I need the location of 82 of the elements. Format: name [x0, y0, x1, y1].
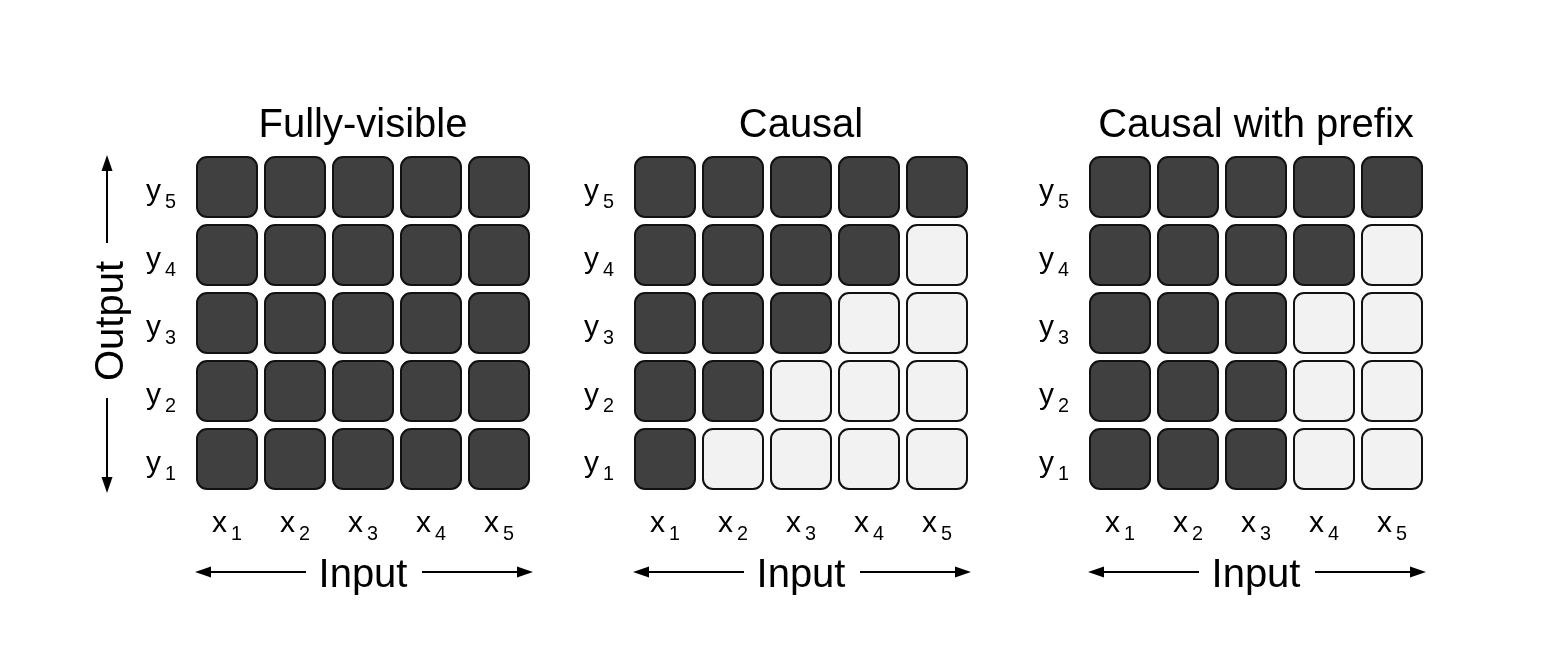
- grid-cell: [264, 156, 326, 218]
- grid-cell: [196, 156, 258, 218]
- grid-cell: [1225, 224, 1287, 286]
- panel-title: Causal: [738, 103, 864, 143]
- grid-cell: [634, 360, 696, 422]
- axis-label: Output: [89, 260, 129, 382]
- grid-cell: [1157, 224, 1219, 286]
- grid-cell: [1157, 292, 1219, 354]
- grid-cell: [1225, 292, 1287, 354]
- grid-cell: [770, 224, 832, 286]
- grid-cell: [332, 360, 394, 422]
- grid-cell: [1293, 360, 1355, 422]
- panel-title: Causal with prefix: [1098, 103, 1414, 143]
- grid-cell: [468, 360, 530, 422]
- grid-cell: [1157, 156, 1219, 218]
- grid-cell: [1089, 428, 1151, 490]
- grid-cell: [332, 156, 394, 218]
- grid-cell: [1361, 224, 1423, 286]
- grid-cell: [838, 156, 900, 218]
- grid-cell: [770, 156, 832, 218]
- grid-cell: [838, 292, 900, 354]
- grid-cell: [634, 428, 696, 490]
- grid-cell: [400, 360, 462, 422]
- grid-cell: [634, 224, 696, 286]
- grid-cell: [468, 224, 530, 286]
- grid-cell: [1293, 292, 1355, 354]
- grid-cell: [400, 292, 462, 354]
- grid-cell: [1157, 428, 1219, 490]
- grid-cell: [332, 224, 394, 286]
- grid-cell: [1089, 156, 1151, 218]
- grid-cell: [1293, 156, 1355, 218]
- grid-cell: [468, 292, 530, 354]
- grid-cell: [196, 292, 258, 354]
- grid-cell: [264, 360, 326, 422]
- grid-cell: [906, 224, 968, 286]
- grid-cell: [264, 292, 326, 354]
- grid-cell: [196, 224, 258, 286]
- grid-cell: [332, 292, 394, 354]
- grid-cell: [702, 156, 764, 218]
- grid-cell: [838, 428, 900, 490]
- grid-cell: [906, 428, 968, 490]
- axis-label: Input: [318, 553, 408, 593]
- grid-cell: [1361, 292, 1423, 354]
- grid-cell: [1361, 156, 1423, 218]
- grid-cell: [770, 292, 832, 354]
- grid-cell: [1225, 156, 1287, 218]
- grid-cell: [400, 224, 462, 286]
- grid-cell: [1361, 360, 1423, 422]
- axis-label: Input: [1211, 553, 1301, 593]
- grid-cell: [1293, 428, 1355, 490]
- panel-title: Fully-visible: [258, 103, 468, 143]
- grid-cell: [196, 360, 258, 422]
- axis-label: Input: [756, 553, 846, 593]
- grid-cell: [468, 428, 530, 490]
- grid-cell: [702, 428, 764, 490]
- grid-cell: [906, 156, 968, 218]
- grid-cell: [1225, 360, 1287, 422]
- grid-cell: [702, 292, 764, 354]
- grid-cell: [400, 428, 462, 490]
- grid-cell: [1225, 428, 1287, 490]
- grid-cell: [770, 428, 832, 490]
- grid-cell: [264, 224, 326, 286]
- grid-cell: [702, 360, 764, 422]
- grid-cell: [196, 428, 258, 490]
- grid-cell: [400, 156, 462, 218]
- grid-cell: [838, 224, 900, 286]
- grid-cell: [1089, 224, 1151, 286]
- grid-cell: [264, 428, 326, 490]
- grid-cell: [634, 292, 696, 354]
- grid-cell: [906, 292, 968, 354]
- grid-cell: [906, 360, 968, 422]
- grid-cell: [468, 156, 530, 218]
- grid-cell: [1361, 428, 1423, 490]
- grid-cell: [838, 360, 900, 422]
- grid-cell: [770, 360, 832, 422]
- grid-cell: [702, 224, 764, 286]
- grid-cell: [1089, 360, 1151, 422]
- grid-cell: [634, 156, 696, 218]
- grid-cell: [1157, 360, 1219, 422]
- grid-cell: [1293, 224, 1355, 286]
- grid-cell: [1089, 292, 1151, 354]
- grid-cell: [332, 428, 394, 490]
